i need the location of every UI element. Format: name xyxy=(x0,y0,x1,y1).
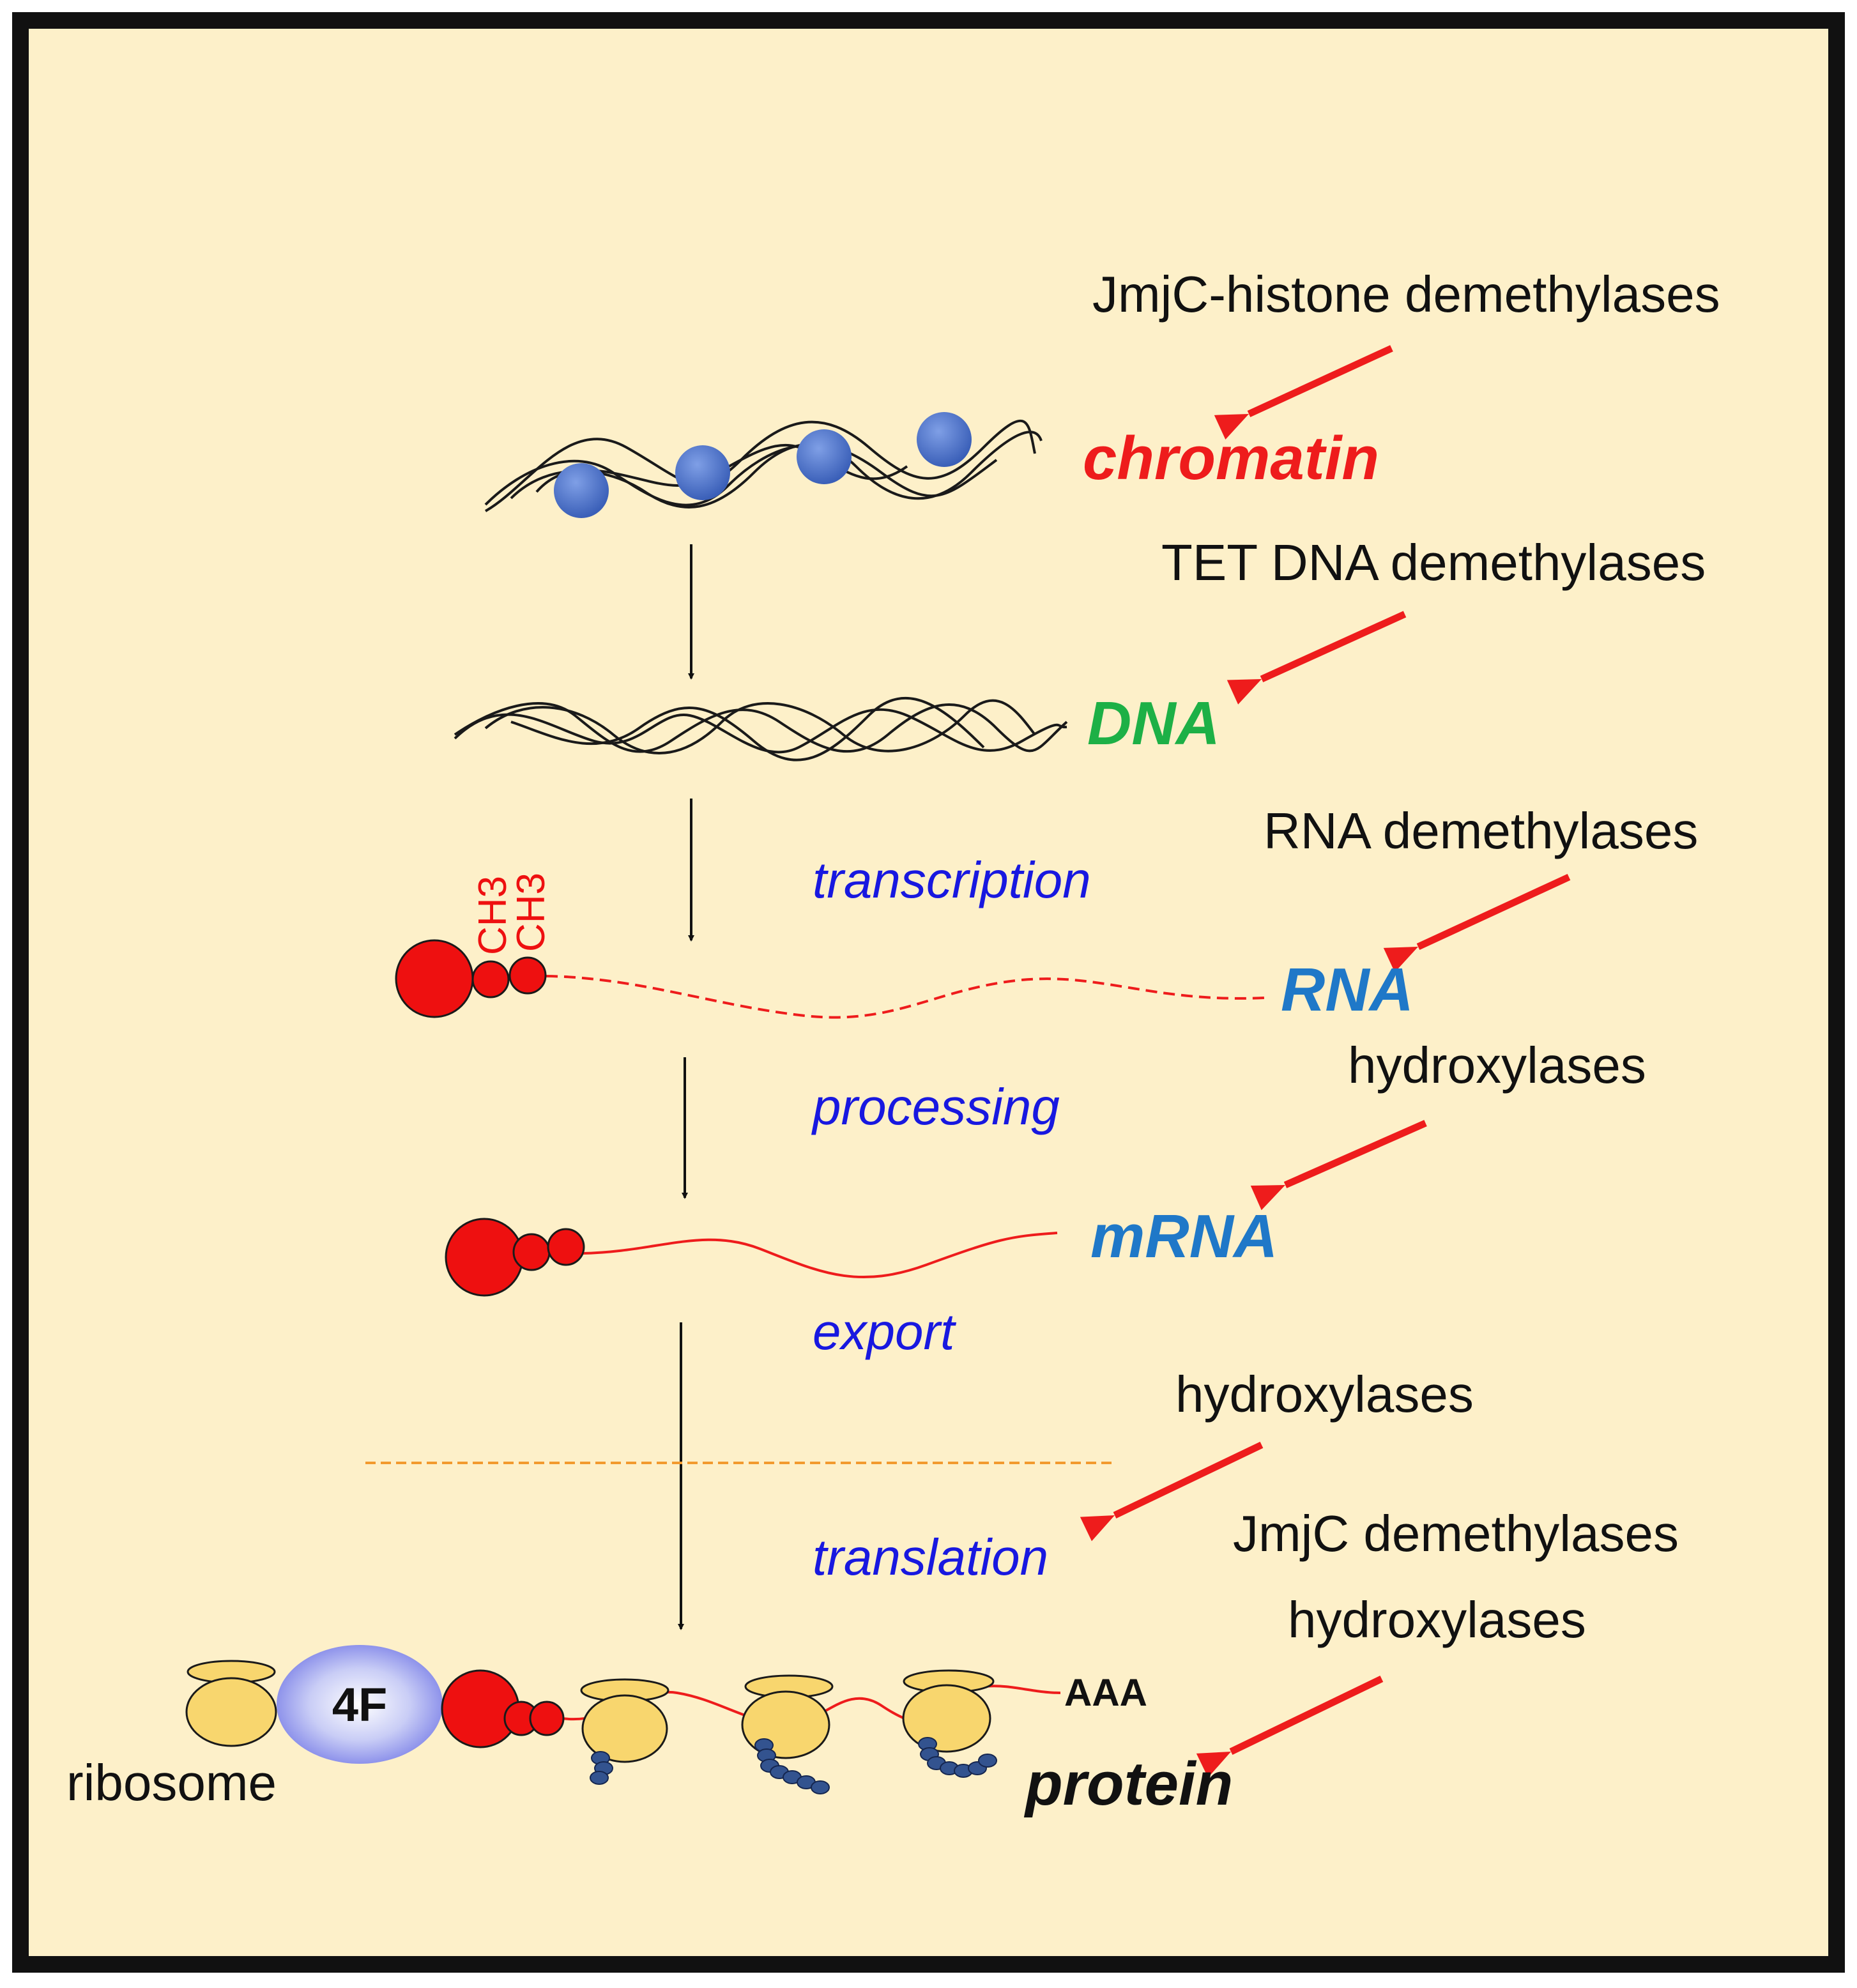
arrow-to-rna xyxy=(1383,873,1571,973)
chromatin-fiber xyxy=(484,419,1043,512)
arrow-to-mrna xyxy=(1250,1120,1427,1211)
label-ribosome: ribosome xyxy=(66,1754,277,1811)
label-translation: translation xyxy=(813,1529,1048,1586)
rna-cap-small-1 xyxy=(471,960,510,998)
molecule-labels: chromatin DNA RNA mRNA protein xyxy=(1023,424,1414,1818)
process-labels: transcription processing export translat… xyxy=(811,852,1091,1586)
dna-double-helix xyxy=(454,696,1068,761)
background-panel xyxy=(12,12,1845,1973)
translation-cap xyxy=(441,1669,565,1748)
label-hydroxylases-translation: hydroxylases xyxy=(1175,1366,1474,1423)
label-transcription: transcription xyxy=(813,852,1091,908)
arrow-to-dna xyxy=(1227,611,1407,705)
label-processing: processing xyxy=(811,1078,1060,1135)
nucleosome-3 xyxy=(797,429,852,484)
label-jmjc-histone-demethylases: JmjC-histone demethylases xyxy=(1092,266,1720,323)
label-dna: DNA xyxy=(1087,689,1220,758)
ribosome-left xyxy=(185,1660,277,1747)
arrow-to-protein xyxy=(1196,1676,1384,1778)
enzyme-arrows xyxy=(1080,345,1571,1778)
label-hydroxylases-mrna: hydroxylases xyxy=(1348,1037,1646,1094)
label-jmjc-demethylases: JmjC demethylases xyxy=(1233,1505,1679,1562)
mrna-cap-large xyxy=(445,1218,524,1297)
nucleosome-beads xyxy=(554,412,972,518)
label-tet-dna-demethylases: TET DNA demethylases xyxy=(1161,534,1706,591)
flow-arrows xyxy=(678,544,694,1630)
mrna-cap-small-2 xyxy=(547,1228,585,1266)
initiation-factor-4f xyxy=(277,1645,443,1764)
arrow-to-translation xyxy=(1080,1441,1264,1541)
label-chromatin: chromatin xyxy=(1083,424,1379,493)
rna-cap-large xyxy=(395,939,474,1018)
ribosome-3 xyxy=(902,1669,995,1753)
nascent-peptides xyxy=(590,1737,997,1794)
rna-cap xyxy=(395,939,547,1018)
methyl-label-1: CH3 xyxy=(471,876,515,955)
label-hydroxylases-protein: hydroxylases xyxy=(1288,1591,1586,1648)
nucleosome-4 xyxy=(917,412,972,467)
label-rna-demethylases: RNA demethylases xyxy=(1264,802,1698,859)
mrna-cap xyxy=(445,1218,585,1297)
arrow-to-chromatin xyxy=(1214,345,1393,440)
rna-cap-small-2 xyxy=(508,956,547,995)
label-rna: RNA xyxy=(1281,956,1414,1024)
label-mrna: mRNA xyxy=(1090,1202,1278,1271)
label-export: export xyxy=(813,1303,956,1360)
label-protein: protein xyxy=(1023,1750,1233,1818)
label-poly-a: AAA xyxy=(1064,1671,1147,1714)
rna-strand xyxy=(546,975,1265,1019)
enzyme-labels: JmjC-histone demethylases TET DNA demeth… xyxy=(1092,266,1720,1648)
mrna-strand xyxy=(581,1232,1058,1279)
nucleosome-1 xyxy=(554,463,609,518)
label-4f: 4F xyxy=(332,1678,387,1731)
nucleosome-2 xyxy=(675,445,730,500)
ribosome-1 xyxy=(580,1678,669,1763)
methyl-label-2: CH3 xyxy=(509,873,553,952)
mrna-cap-small-1 xyxy=(512,1233,551,1271)
